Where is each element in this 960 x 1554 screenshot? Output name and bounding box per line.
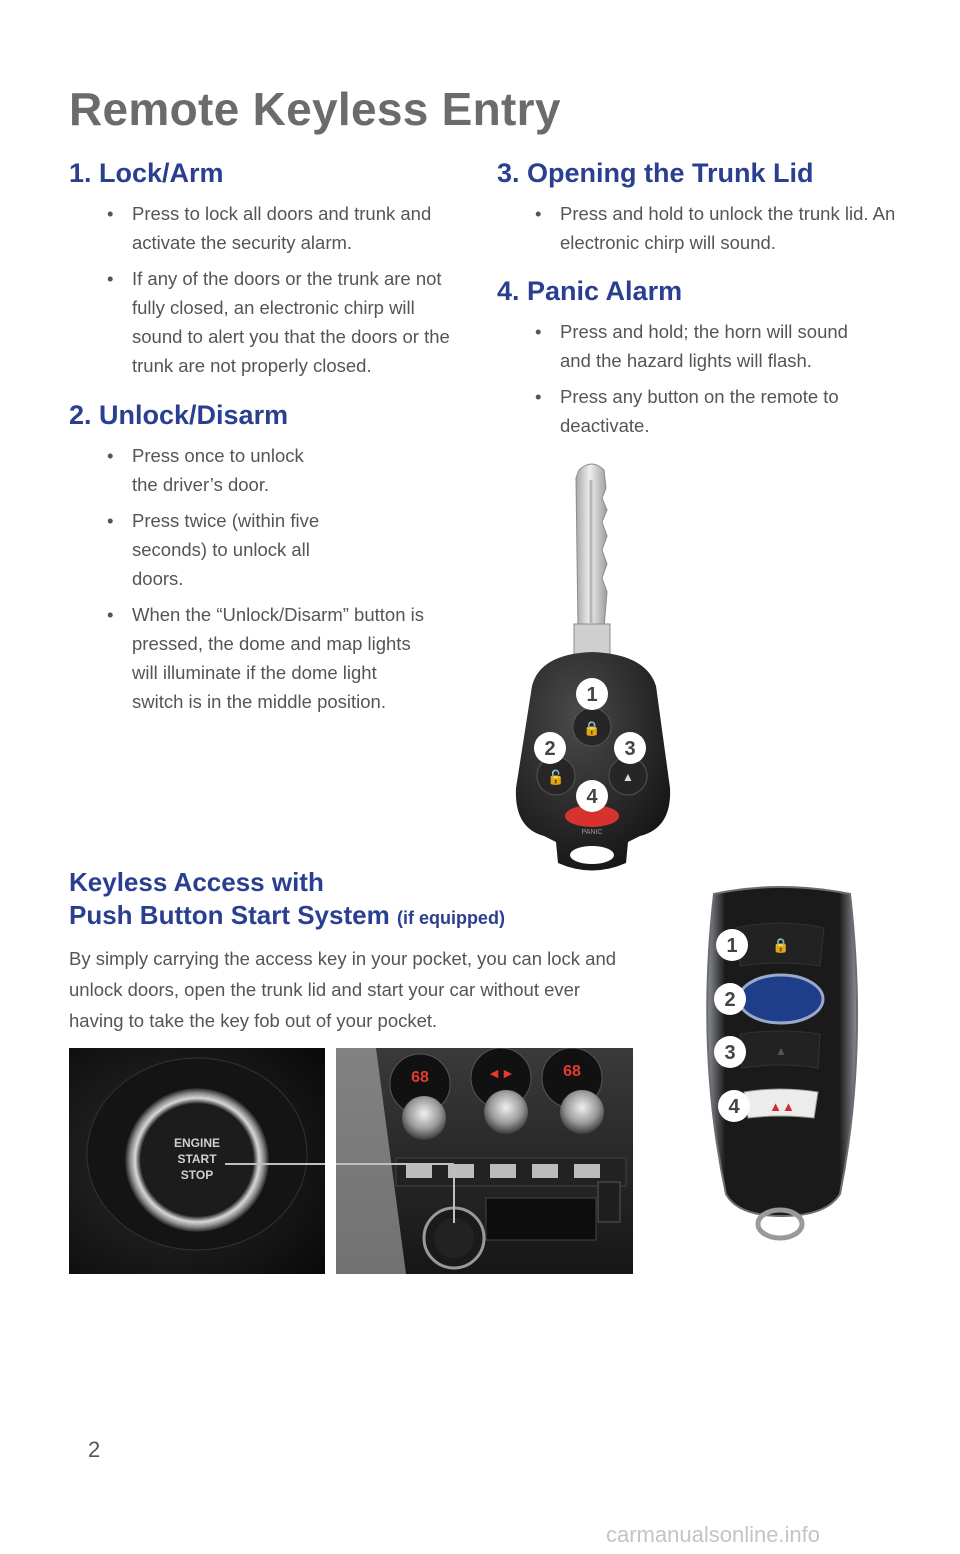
- svg-text:2: 2: [544, 738, 555, 760]
- smart-key-image: ▲▲ 🔒 ▲ 1 2 3 4: [706, 886, 859, 1241]
- bullet-list: Press and hold; the horn will sound and …: [497, 317, 917, 440]
- keyless-heading-line2: Push Button Start System: [69, 900, 390, 930]
- page-number: 2: [88, 1437, 101, 1462]
- start-label-line1: ENGINE: [174, 1136, 220, 1150]
- trunk-icon: ▲: [775, 1044, 787, 1058]
- panic-label: PANIC: [582, 829, 603, 836]
- section-opening-trunk-lid: 3. Opening the Trunk Lid Press and hold …: [497, 158, 917, 264]
- callout-4: 4: [576, 780, 608, 812]
- section-heading: 1. Lock/Arm: [69, 158, 224, 188]
- dash-display-left: 68: [411, 1069, 429, 1086]
- bullet-list: Press to lock all doors and trunk and ac…: [69, 199, 464, 380]
- watermark: carmanualsonline.info: [606, 1522, 821, 1547]
- panic-icon: ▲▲: [769, 1099, 795, 1114]
- keyless-access-body: By simply carrying the access key in you…: [69, 948, 617, 1031]
- svg-text:1: 1: [726, 935, 737, 957]
- keyless-heading-line1: Keyless Access with: [69, 867, 324, 897]
- svg-text:1: 1: [586, 684, 597, 706]
- fan-display-icon: ◄►: [487, 1065, 515, 1081]
- bullet-item: Press and hold; the horn will sound and …: [535, 317, 917, 375]
- callout-3: 3: [614, 732, 646, 764]
- start-label-line3: STOP: [181, 1168, 213, 1182]
- bullet-item: Press once to unlock the driver’s door.: [107, 441, 424, 499]
- bullet-item: When the “Unlock/Disarm” button is press…: [107, 600, 424, 716]
- trunk-icon: ▲: [622, 770, 634, 784]
- unlock-icon: 🔓: [547, 769, 564, 786]
- start-label-line2: START: [177, 1152, 217, 1166]
- bullet-item: Press any button on the remote to deacti…: [535, 382, 917, 440]
- bullet-item: Press twice (within five seconds) to unl…: [107, 506, 424, 593]
- section-heading: 2. Unlock/Disarm: [69, 400, 289, 430]
- svg-text:3: 3: [724, 1042, 735, 1064]
- bullet-list: Press and hold to unlock the trunk lid. …: [497, 199, 917, 257]
- lock-icon: 🔒: [772, 937, 789, 954]
- start-button-photo: ENGINE START STOP: [69, 1048, 325, 1274]
- callout-1: 1: [576, 678, 608, 710]
- bullet-item: If any of the doors or the trunk are not…: [107, 264, 464, 380]
- dashboard-photo: 68 ◄► 68: [336, 1048, 633, 1274]
- section-lock-arm: 1. Lock/Arm Press to lock all doors and …: [69, 158, 464, 387]
- remote-key-fob-image: PANIC 🔒 🔓 ▲ 1 2 3 4: [515, 463, 671, 871]
- keyless-access-section: Keyless Access with Push Button Start Sy…: [69, 866, 629, 1036]
- svg-text:4: 4: [728, 1096, 740, 1118]
- callout-2: 2: [534, 732, 566, 764]
- callout-2: 2: [714, 983, 746, 1015]
- if-equipped-note: (if equipped): [396, 908, 505, 928]
- svg-text:3: 3: [624, 738, 635, 760]
- callout-3: 3: [714, 1036, 746, 1068]
- bullet-item: Press to lock all doors and trunk and ac…: [107, 199, 464, 257]
- page-title: Remote Keyless Entry: [69, 83, 561, 135]
- section-heading: 3. Opening the Trunk Lid: [497, 158, 814, 188]
- section-unlock-disarm: 2. Unlock/Disarm Press once to unlock th…: [69, 400, 464, 723]
- bullet-item: Press and hold to unlock the trunk lid. …: [535, 199, 917, 257]
- callout-4: 4: [718, 1090, 750, 1122]
- svg-text:4: 4: [586, 786, 598, 808]
- bullet-list: Press once to unlock the driver’s door. …: [69, 441, 464, 716]
- lock-icon: 🔒: [583, 720, 600, 737]
- callout-1: 1: [716, 929, 748, 961]
- section-panic-alarm: 4. Panic Alarm Press and hold; the horn …: [497, 276, 917, 447]
- dash-display-right: 68: [563, 1063, 581, 1080]
- svg-text:2: 2: [724, 989, 735, 1011]
- subaru-logo-icon: [737, 973, 825, 1025]
- panic-button-shape: [565, 805, 619, 827]
- section-heading: 4. Panic Alarm: [497, 276, 683, 306]
- keyless-access-heading: Keyless Access with Push Button Start Sy…: [69, 866, 629, 935]
